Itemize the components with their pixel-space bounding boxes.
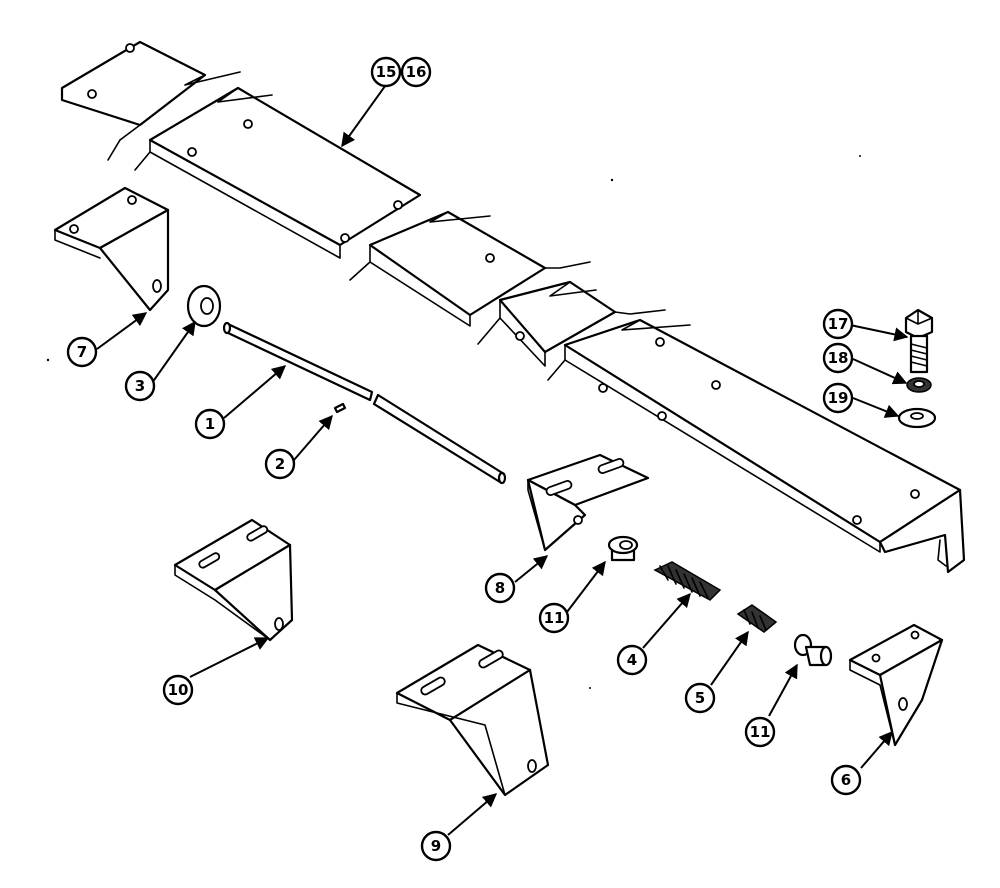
callout-label: 5 <box>695 689 705 707</box>
scan-speck <box>610 178 614 182</box>
callout-label: 4 <box>627 651 637 669</box>
spring-4 <box>653 561 722 601</box>
bushing-11-b <box>793 633 833 667</box>
callout-17: 17 <box>822 308 854 340</box>
rod-1 <box>222 321 507 485</box>
angle-bar <box>60 40 966 574</box>
callout-19: 19 <box>822 382 854 414</box>
callout-label: 2 <box>275 455 285 473</box>
lock-washer-18 <box>906 377 932 393</box>
callout-9: 9 <box>420 830 452 862</box>
bracket-8 <box>526 453 650 552</box>
callout-11-upper: 11 <box>538 602 570 634</box>
callout-label: 18 <box>828 349 849 367</box>
callout-label: 6 <box>841 771 851 789</box>
pin-2 <box>333 402 347 414</box>
callout-label: 17 <box>828 315 849 333</box>
scan-speck <box>46 358 50 362</box>
callout-6: 6 <box>830 764 862 796</box>
callout-2: 2 <box>264 448 296 480</box>
callout-label: 7 <box>77 343 87 361</box>
bolt-17 <box>904 308 934 374</box>
bushing-11-a <box>607 535 639 562</box>
callout-7: 7 <box>66 336 98 368</box>
callout-label: 8 <box>495 579 505 597</box>
callout-15: 15 <box>370 56 402 88</box>
bracket-10 <box>173 518 294 642</box>
callout-label: 15 <box>376 63 397 81</box>
callout-16: 16 <box>400 56 432 88</box>
callout-label: 1 <box>205 415 215 433</box>
callout-label: 10 <box>168 681 189 699</box>
callout-label: 11 <box>544 609 565 627</box>
scan-speck <box>589 687 591 689</box>
callout-label: 19 <box>828 389 849 407</box>
callout-11-lower: 11 <box>744 716 776 748</box>
scan-speck <box>859 155 861 157</box>
callout-18: 18 <box>822 342 854 374</box>
flat-washer-19 <box>897 407 937 429</box>
washer-3 <box>186 284 222 328</box>
bracket-9 <box>395 643 550 797</box>
callout-5: 5 <box>684 682 716 714</box>
spring-5 <box>736 604 778 633</box>
bracket-6 <box>848 623 944 747</box>
callout-label: 16 <box>406 63 427 81</box>
callout-3: 3 <box>124 370 156 402</box>
callout-label: 3 <box>135 377 145 395</box>
callout-label: 11 <box>750 723 771 741</box>
callout-label: 9 <box>431 837 441 855</box>
callout-10: 10 <box>162 674 194 706</box>
callout-4: 4 <box>616 644 648 676</box>
callout-8: 8 <box>484 572 516 604</box>
callout-1: 1 <box>194 408 226 440</box>
bracket-7 <box>53 186 170 312</box>
